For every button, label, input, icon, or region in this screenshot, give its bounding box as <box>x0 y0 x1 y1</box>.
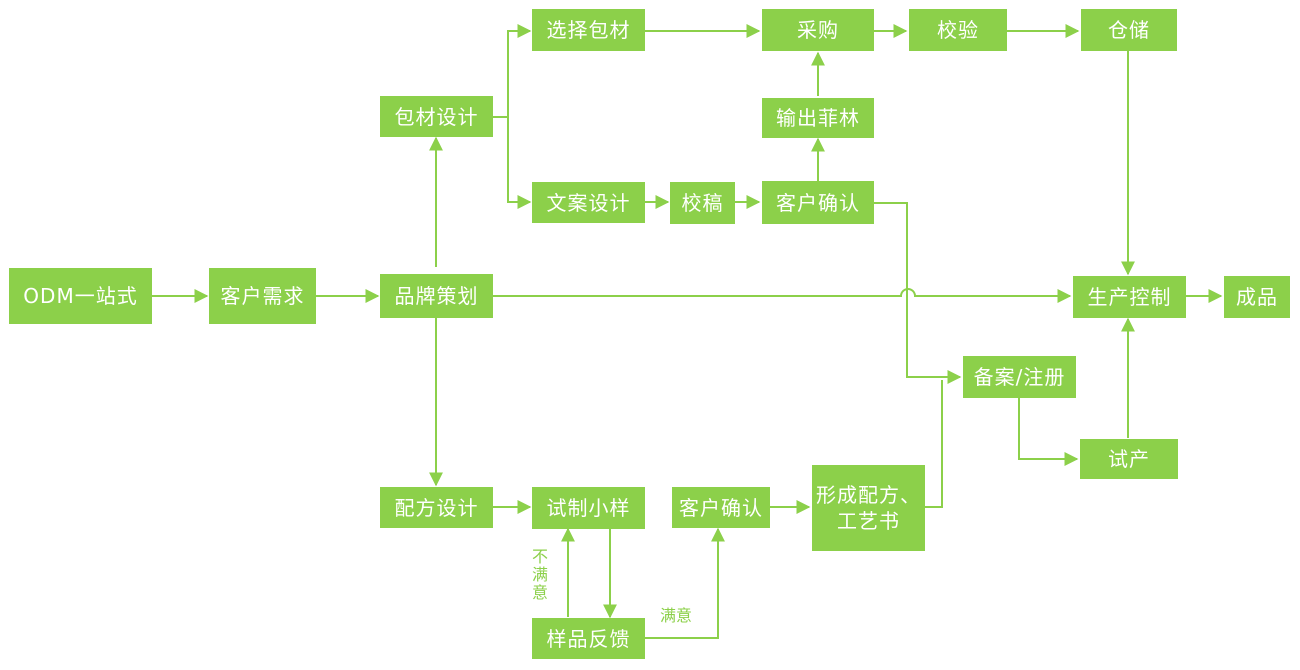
node-filing-registration-label: 备案/注册 <box>973 365 1066 389</box>
node-warehouse-label: 仓储 <box>1108 18 1150 42</box>
node-brand-plan-label: 品牌策划 <box>394 284 479 308</box>
node-trial-sample-label: 试制小样 <box>546 496 631 520</box>
node-package-design: 包材设计 <box>380 96 493 137</box>
node-finished-product: 成品 <box>1224 276 1290 318</box>
node-copy-design-label: 文案设计 <box>546 190 631 215</box>
node-form-formula-line1: 形成配方、 <box>816 483 921 507</box>
edge-form-formula-to-filing-registration <box>925 380 943 508</box>
node-filing-registration: 备案/注册 <box>963 356 1076 398</box>
node-odm: ODM一站式 <box>9 268 152 324</box>
node-package-design-label: 包材设计 <box>394 104 479 129</box>
node-trial-sample: 试制小样 <box>532 487 645 529</box>
node-sample-feedback: 样品反馈 <box>532 618 645 659</box>
node-brand-plan: 品牌策划 <box>380 274 493 318</box>
node-client-confirm-top: 客户确认 <box>762 181 874 224</box>
node-sample-feedback-label: 样品反馈 <box>546 626 631 651</box>
node-trial-production: 试产 <box>1080 439 1178 479</box>
node-output-film-label: 输出菲林 <box>776 106 860 130</box>
edge-package-design-to-choose-package <box>507 24 532 117</box>
node-odm-label: ODM一站式 <box>23 284 138 308</box>
node-proofread: 校稿 <box>670 182 735 224</box>
node-formula-design-label: 配方设计 <box>394 495 479 520</box>
edge-client-confirm-to-filing-registration <box>874 202 962 384</box>
edge-label-not-satisfied: 不满意 <box>531 547 548 602</box>
node-production-control: 生产控制 <box>1073 276 1186 318</box>
node-finished-product-label: 成品 <box>1236 285 1278 309</box>
node-trial-production-label: 试产 <box>1108 447 1150 471</box>
node-choose-package-label: 选择包材 <box>546 18 631 42</box>
edge-label-satisfied: 满意 <box>660 606 693 625</box>
node-choose-package: 选择包材 <box>532 9 645 51</box>
node-procurement: 采购 <box>762 9 874 51</box>
node-inspection-label: 校验 <box>937 18 979 42</box>
node-form-formula: 形成配方、 工艺书 <box>812 465 925 551</box>
node-form-formula-line2: 工艺书 <box>837 509 900 533</box>
edge-brand-plan-to-production-control <box>493 288 1072 303</box>
edge-filing-registration-to-trial-production <box>1018 398 1079 466</box>
node-production-control-label: 生产控制 <box>1087 285 1172 309</box>
node-client-confirm-bottom: 客户确认 <box>672 487 770 528</box>
node-warehouse: 仓储 <box>1081 9 1177 51</box>
node-client-confirm-top-label: 客户确认 <box>776 190 860 215</box>
node-inspection: 校验 <box>909 9 1007 51</box>
node-output-film: 输出菲林 <box>762 98 874 138</box>
node-client-needs: 客户需求 <box>209 268 316 324</box>
edge-sample-feedback-to-client-confirm <box>645 527 725 639</box>
node-client-needs-label: 客户需求 <box>220 284 305 308</box>
node-copy-design: 文案设计 <box>532 182 645 223</box>
edge-package-design-to-copy-design <box>507 117 532 209</box>
node-procurement-label: 采购 <box>797 18 839 42</box>
node-client-confirm-bottom-label: 客户确认 <box>679 495 763 520</box>
node-proofread-label: 校稿 <box>681 191 724 215</box>
node-formula-design: 配方设计 <box>380 487 493 528</box>
